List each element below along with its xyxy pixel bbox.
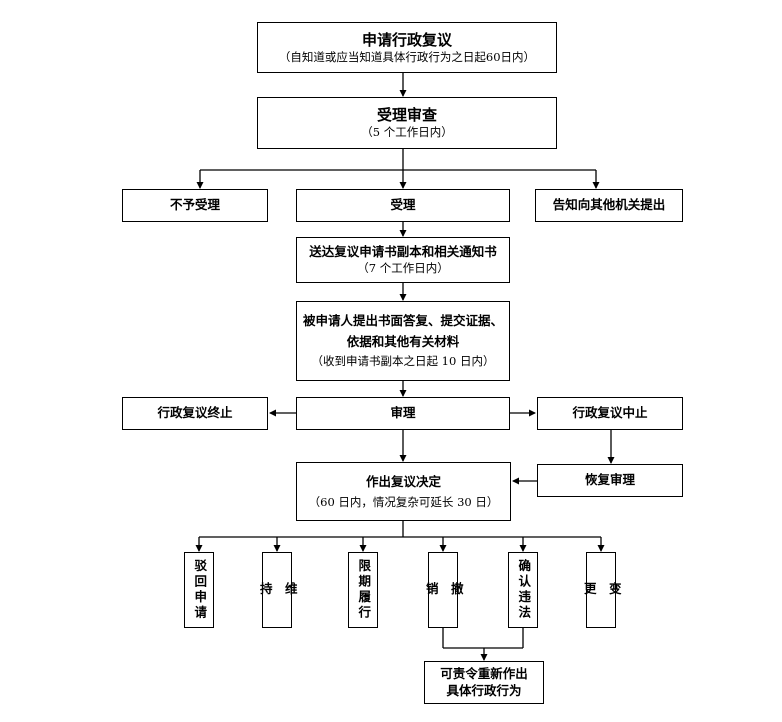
node-redo-line2: 具体行政行为 [446, 682, 522, 698]
node-decide-sub: （60 日内，情况复杂可延长 30 日） [308, 495, 499, 510]
outcome-revoke: 撤 销 [424, 552, 464, 628]
node-accept-title: 受理 [390, 197, 416, 213]
node-terminate-title: 行政复议终止 [157, 405, 233, 421]
node-review: 审理 [296, 397, 510, 430]
outcome-change-label: 变 更 [581, 582, 622, 598]
node-redo: 可责令重新作出 具体行政行为 [424, 661, 544, 704]
node-terminate: 行政复议终止 [122, 397, 268, 430]
node-resume: 恢复审理 [537, 464, 683, 497]
node-accept: 受理 [296, 189, 510, 222]
node-respondent-line1: 被申请人提出书面答复、提交证据、 [302, 312, 503, 328]
node-send-copy: 送达复议申请书副本和相关通知书 （7 个工作日内） [296, 237, 510, 283]
node-decide: 作出复议决定 （60 日内，情况复杂可延长 30 日） [296, 462, 511, 521]
outcome-change: 变 更 [582, 552, 622, 628]
node-send-copy-sub: （7 个工作日内） [357, 260, 449, 275]
node-suspend: 行政复议中止 [537, 397, 683, 430]
outcome-reject-label: 驳回申请 [192, 559, 208, 621]
outcome-revoke-label: 撤 销 [423, 582, 464, 598]
node-accept-review-sub: （5 个工作日内） [361, 125, 453, 140]
node-accept-review: 受理审查 （5 个工作日内） [257, 97, 557, 149]
outcome-confirm: 确认违法 [508, 552, 538, 628]
outcome-uphold-label: 维 持 [257, 582, 298, 598]
node-respondent: 被申请人提出书面答复、提交证据、 依据和其他有关材料 （收到申请书副本之日起 1… [296, 301, 510, 381]
node-apply: 申请行政复议 （自知道或应当知道具体行政行为之日起60日内） [257, 22, 557, 73]
node-not-accept-title: 不予受理 [169, 197, 220, 213]
node-notify-other: 告知向其他机关提出 [535, 189, 683, 222]
node-suspend-title: 行政复议中止 [572, 405, 648, 421]
node-apply-title: 申请行政复议 [361, 30, 452, 49]
node-redo-line1: 可责令重新作出 [440, 665, 528, 681]
outcome-reject: 驳回申请 [184, 552, 214, 628]
node-resume-title: 恢复审理 [584, 472, 635, 488]
node-decide-title: 作出复议决定 [365, 473, 441, 489]
node-accept-review-title: 受理审查 [376, 106, 437, 125]
node-apply-sub: （自知道或应当知道具体行政行为之日起60日内） [278, 49, 536, 64]
node-respondent-line2: 依据和其他有关材料 [346, 333, 460, 349]
outcome-uphold: 维 持 [258, 552, 298, 628]
node-notify-other-title: 告知向其他机关提出 [552, 197, 666, 213]
outcome-deadline: 限期履行 [348, 552, 378, 628]
node-review-title: 审理 [390, 405, 416, 421]
node-not-accept: 不予受理 [122, 189, 268, 222]
node-send-copy-title: 送达复议申请书副本和相关通知书 [309, 243, 497, 259]
node-respondent-sub: （收到申请书副本之日起 10 日内） [311, 354, 495, 369]
outcome-confirm-label: 确认违法 [516, 559, 532, 621]
outcome-deadline-label: 限期履行 [356, 559, 372, 621]
